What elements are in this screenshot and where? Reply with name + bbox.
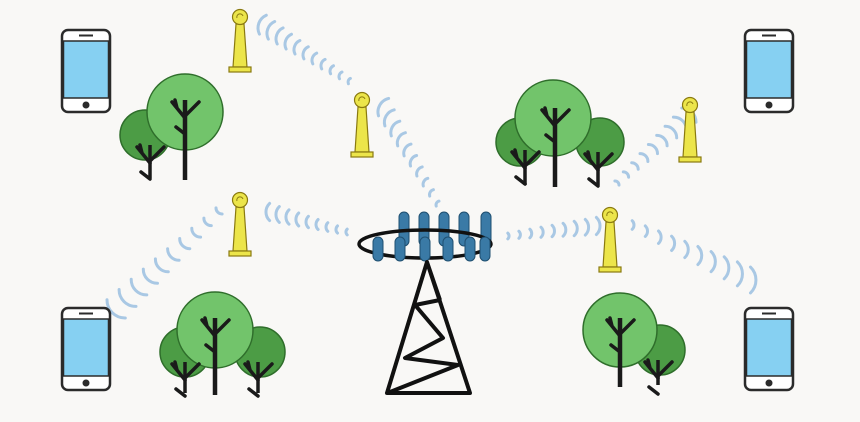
signal-wave-icon [129,277,149,297]
signal-wave-icon [141,267,159,285]
cell-tower-icon [357,211,493,395]
signal-wave-icon [274,205,281,224]
signal-wave-icon [344,227,349,237]
trees [119,73,686,398]
small-antenna-icon [598,206,622,273]
signal-wave-icon [528,227,534,240]
signal-wave-icon [657,229,663,245]
signal-wave-icon [334,224,339,235]
signal-wave-icon [517,229,522,240]
tree-icon [495,79,625,188]
signal-wave-icon [655,133,669,148]
signal-wave-icon [670,234,677,252]
signal-waves [105,13,758,320]
tower-antenna-element [442,236,454,262]
tower-lattice [385,260,472,395]
signal-wave-icon [310,51,319,66]
tower-antenna-element [394,236,406,262]
signal-wave-icon [328,64,335,76]
signal-wave-icon [389,119,402,138]
signal-wave-icon [283,32,293,51]
signal-wave-icon [314,218,320,231]
signal-wave-icon [749,265,758,295]
signal-wave-icon [643,224,650,238]
tower-antenna-element [419,236,431,262]
signal-wave-icon [294,211,301,228]
signal-wave-icon [572,219,579,238]
signal-wave-icon [735,260,744,288]
small-antenna-icon [350,91,374,158]
signal-wave-icon [638,152,650,163]
signal-wave-icon [304,214,310,230]
signal-wave-icon [117,288,138,308]
signal-wave-icon [594,215,602,237]
signal-wave-icon [550,223,556,239]
signal-wave-icon [613,179,621,187]
signal-wave-icon [709,250,717,274]
signal-wave-icon [178,237,192,251]
signal-wave-icon [722,255,731,281]
signal-wave-icon [265,20,277,41]
signal-wave-icon [561,221,568,238]
signal-wave-icon [402,142,413,158]
signal-wave-icon [428,188,435,198]
small-antenna-icon [228,191,252,257]
signal-wave-icon [337,70,344,81]
signal-wave-icon [395,131,407,148]
small-antenna-icon [228,8,252,73]
signal-wave-icon [274,26,285,46]
tree-icon [582,292,686,396]
signal-wave-icon [630,219,636,231]
signal-wave-icon [153,257,170,274]
signal-wave-icon [646,142,660,156]
signal-wave-icon [434,199,441,208]
phones [60,28,795,392]
tower-antenna-element [458,211,470,247]
signal-wave-icon [382,108,396,128]
signal-wave-icon [324,221,330,233]
small-antenna-icon [678,96,702,163]
signal-wave-icon [683,239,690,260]
signal-wave-icon [292,39,302,56]
smartphone-icon [743,28,795,114]
signal-wave-icon [202,216,213,228]
signal-wave-icon [630,161,640,171]
signal-wave-icon [214,206,224,216]
signal-wave-icon [583,217,591,237]
tower-antenna-element [464,236,476,262]
signal-wave-icon [696,245,704,267]
signal-wave-icon [663,124,679,140]
signal-wave-icon [319,57,327,71]
small-antennas [228,8,702,273]
signal-wave-icon [166,247,181,262]
signal-wave-icon [506,231,511,241]
smartphone-icon [60,306,112,392]
signal-wave-icon [190,226,203,239]
smartphone-icon [743,306,795,392]
tree-icon [119,73,224,181]
signal-wave-icon [346,76,352,86]
signal-wave-icon [105,298,127,320]
tower-antenna-element [479,236,491,262]
signal-wave-icon [256,13,268,36]
tree-icon [159,291,286,398]
signal-wave-icon [408,154,419,168]
smartphone-icon [60,28,112,114]
signal-wave-icon [539,225,545,239]
tower-antenna-element [372,236,384,262]
signal-wave-icon [421,176,430,188]
signal-wave-icon [415,165,424,178]
signal-wave-icon [284,208,291,226]
signal-wave-icon [621,170,631,179]
signal-wave-icon [376,96,391,118]
signal-wave-icon [301,45,310,61]
signal-wave-icon [264,201,272,223]
